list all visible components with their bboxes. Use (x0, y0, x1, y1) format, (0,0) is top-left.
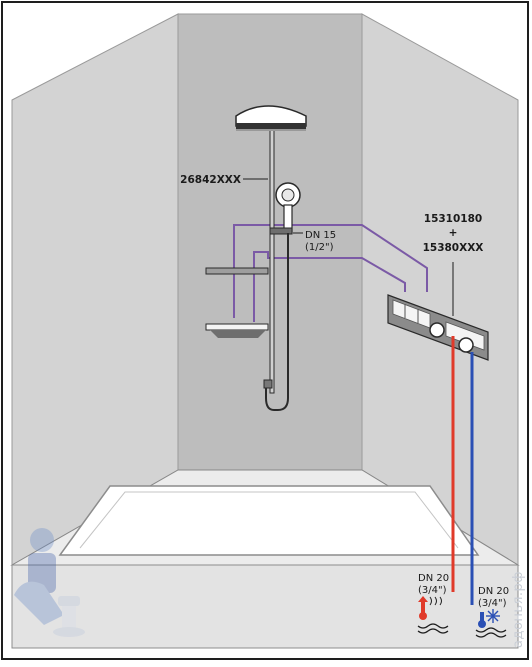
cold-pipe-inch: (3/4") (478, 598, 507, 609)
cold-pipe-size: DN 20 (478, 586, 509, 597)
shelves (205, 267, 269, 338)
shower-part-number: 26842XXX (180, 174, 241, 186)
hot-water-icon (417, 596, 449, 634)
hot-pipe-size: DN 20 (418, 573, 449, 584)
plumber-mascot-icon (14, 528, 85, 637)
left-wall (11, 13, 179, 566)
hot-pipe-inch: (3/4") (418, 585, 447, 596)
leader-lines (243, 178, 454, 316)
supply-pipes (233, 224, 428, 322)
cold-water-icon (475, 609, 507, 638)
thermostat (387, 294, 489, 361)
shower-pipe-size: DN 15 (305, 230, 336, 241)
watermark-text: адонья.рф (511, 571, 526, 648)
thermostat-plus-sign: + (449, 227, 458, 239)
bathtub (10, 469, 520, 649)
thermostat-part-number-1: 15310180 (424, 213, 482, 225)
thermostat-part-number-2: 15380XXX (423, 242, 484, 254)
shower-pipe-inch: (1/2") (305, 242, 334, 253)
shower-system (235, 105, 307, 411)
right-wall (361, 13, 519, 566)
